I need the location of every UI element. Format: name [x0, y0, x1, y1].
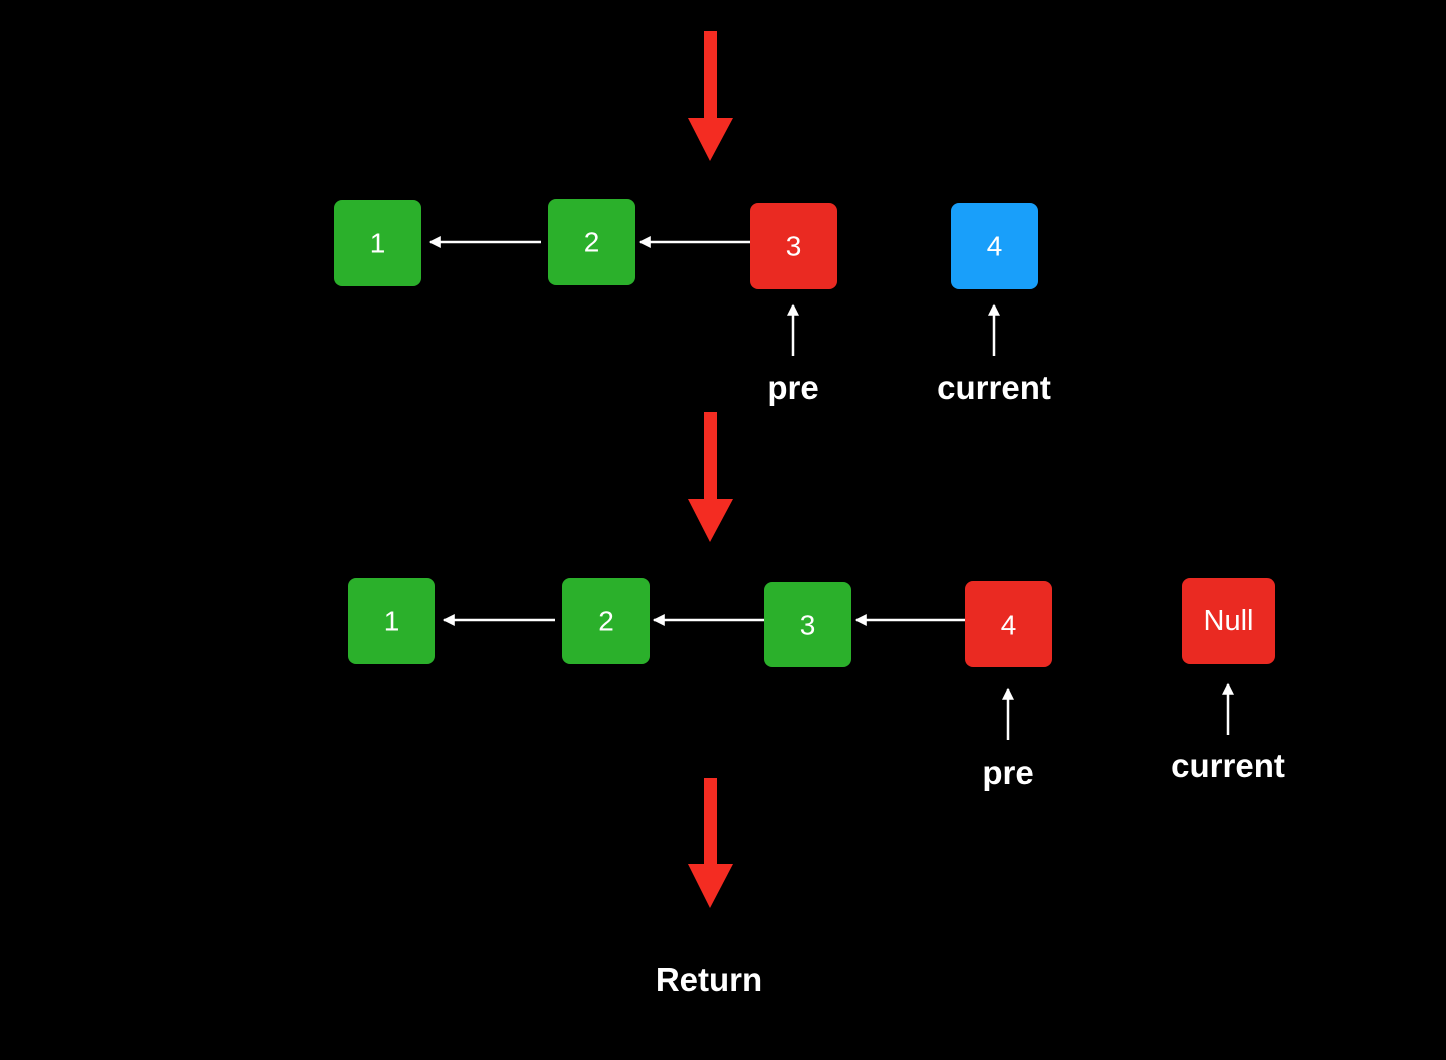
- step1-node-1: 1: [334, 200, 421, 286]
- flow-arrow-1: [688, 31, 733, 161]
- step1-current-label: current: [937, 369, 1051, 406]
- step1-node-4-label: 4: [987, 231, 1003, 262]
- step1-node-3: 3: [750, 203, 837, 289]
- step1-node-2: 2: [548, 199, 635, 285]
- step2-node-null: Null: [1182, 578, 1275, 664]
- step1-pre-label: pre: [767, 369, 818, 406]
- step2-node-1: 1: [348, 578, 435, 664]
- flow-arrow-2: [688, 412, 733, 542]
- step2-node-4-label: 4: [1001, 610, 1017, 641]
- step2-node-4: 4: [965, 581, 1052, 667]
- step2-pre-label: pre: [982, 754, 1033, 791]
- step2-node-null-label: Null: [1204, 605, 1254, 637]
- flow-arrow-3: [688, 778, 733, 908]
- step2-node-3: 3: [764, 582, 851, 667]
- step2-node-1-label: 1: [384, 606, 400, 637]
- step2-node-3-label: 3: [800, 610, 816, 641]
- step1-node-2-label: 2: [584, 227, 600, 258]
- step2-node-2-label: 2: [598, 606, 614, 637]
- step2-node-2: 2: [562, 578, 650, 664]
- return-label: Return: [656, 961, 762, 998]
- step1-node-4: 4: [951, 203, 1038, 289]
- step1-node-1-label: 1: [370, 228, 386, 259]
- step2-current-label: current: [1171, 747, 1285, 784]
- step1-node-3-label: 3: [786, 231, 802, 262]
